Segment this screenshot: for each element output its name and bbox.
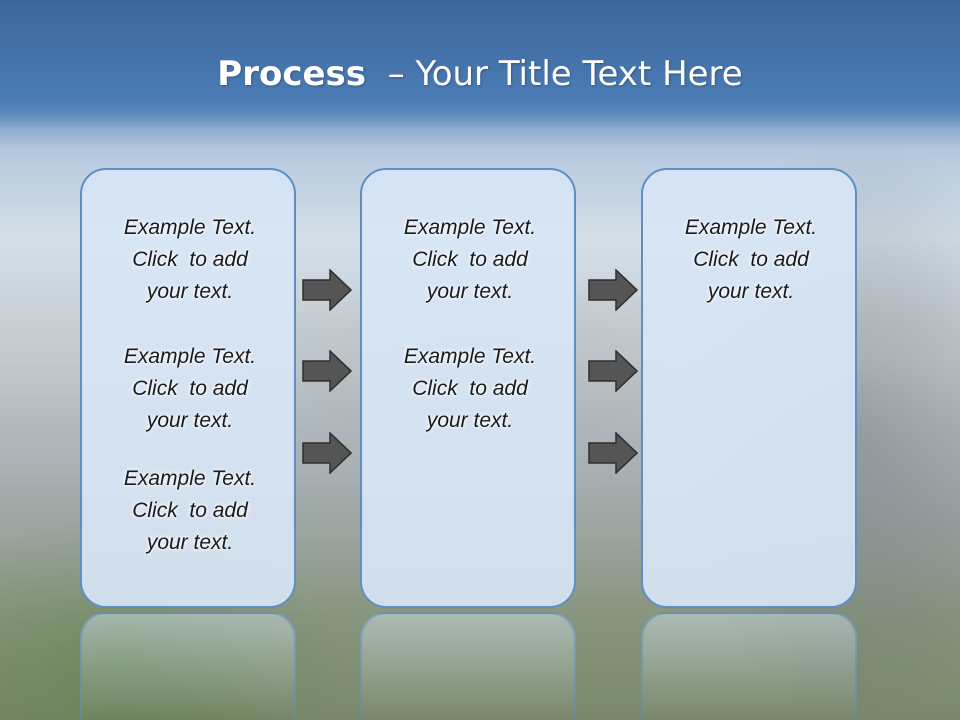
right-arrow-icon[interactable]	[302, 269, 352, 311]
right-arrow-icon[interactable]	[588, 269, 638, 311]
text-line: your text.	[426, 409, 514, 432]
text-block[interactable]: Example Text. Click to add your text.	[362, 341, 578, 437]
process-box-3[interactable]: Example Text. Click to add your text.	[641, 168, 857, 608]
text-block[interactable]: Example Text. Click to add your text.	[643, 212, 859, 308]
text-line: your text.	[146, 280, 234, 303]
text-line: your text.	[146, 409, 234, 432]
text-block[interactable]: Example Text. Click to add your text.	[82, 463, 298, 559]
text-block[interactable]: Example Text. Click to add your text.	[82, 212, 298, 308]
box-reflection	[641, 612, 857, 720]
text-line: Click to add	[693, 248, 809, 271]
title-bold: Process	[217, 54, 367, 94]
text-line: your text.	[707, 280, 795, 303]
title-band	[0, 0, 960, 128]
text-block[interactable]: Example Text. Click to add your text.	[82, 341, 298, 437]
text-block[interactable]: Example Text. Click to add your text.	[362, 212, 578, 308]
slide-title[interactable]: Process – Your Title Text Here	[0, 52, 960, 96]
right-arrow-icon[interactable]	[588, 432, 638, 474]
process-box-2[interactable]: Example Text. Click to add your text. Ex…	[360, 168, 576, 608]
box-reflection	[80, 612, 296, 720]
text-line: Click to add	[132, 248, 248, 271]
process-box-1[interactable]: Example Text. Click to add your text. Ex…	[80, 168, 296, 608]
text-line: your text.	[146, 531, 234, 554]
text-line: Example Text.	[403, 216, 537, 239]
text-line: Click to add	[412, 248, 528, 271]
text-line: Example Text.	[403, 345, 537, 368]
text-line: your text.	[426, 280, 514, 303]
text-line: Example Text.	[123, 467, 257, 490]
text-line: Example Text.	[684, 216, 818, 239]
title-rest: – Your Title Text Here	[366, 54, 743, 94]
right-arrow-icon[interactable]	[302, 432, 352, 474]
text-line: Click to add	[412, 377, 528, 400]
text-line: Example Text.	[123, 216, 257, 239]
text-line: Click to add	[132, 377, 248, 400]
text-line: Click to add	[132, 499, 248, 522]
text-line: Example Text.	[123, 345, 257, 368]
box-reflection	[360, 612, 576, 720]
right-arrow-icon[interactable]	[302, 350, 352, 392]
right-arrow-icon[interactable]	[588, 350, 638, 392]
